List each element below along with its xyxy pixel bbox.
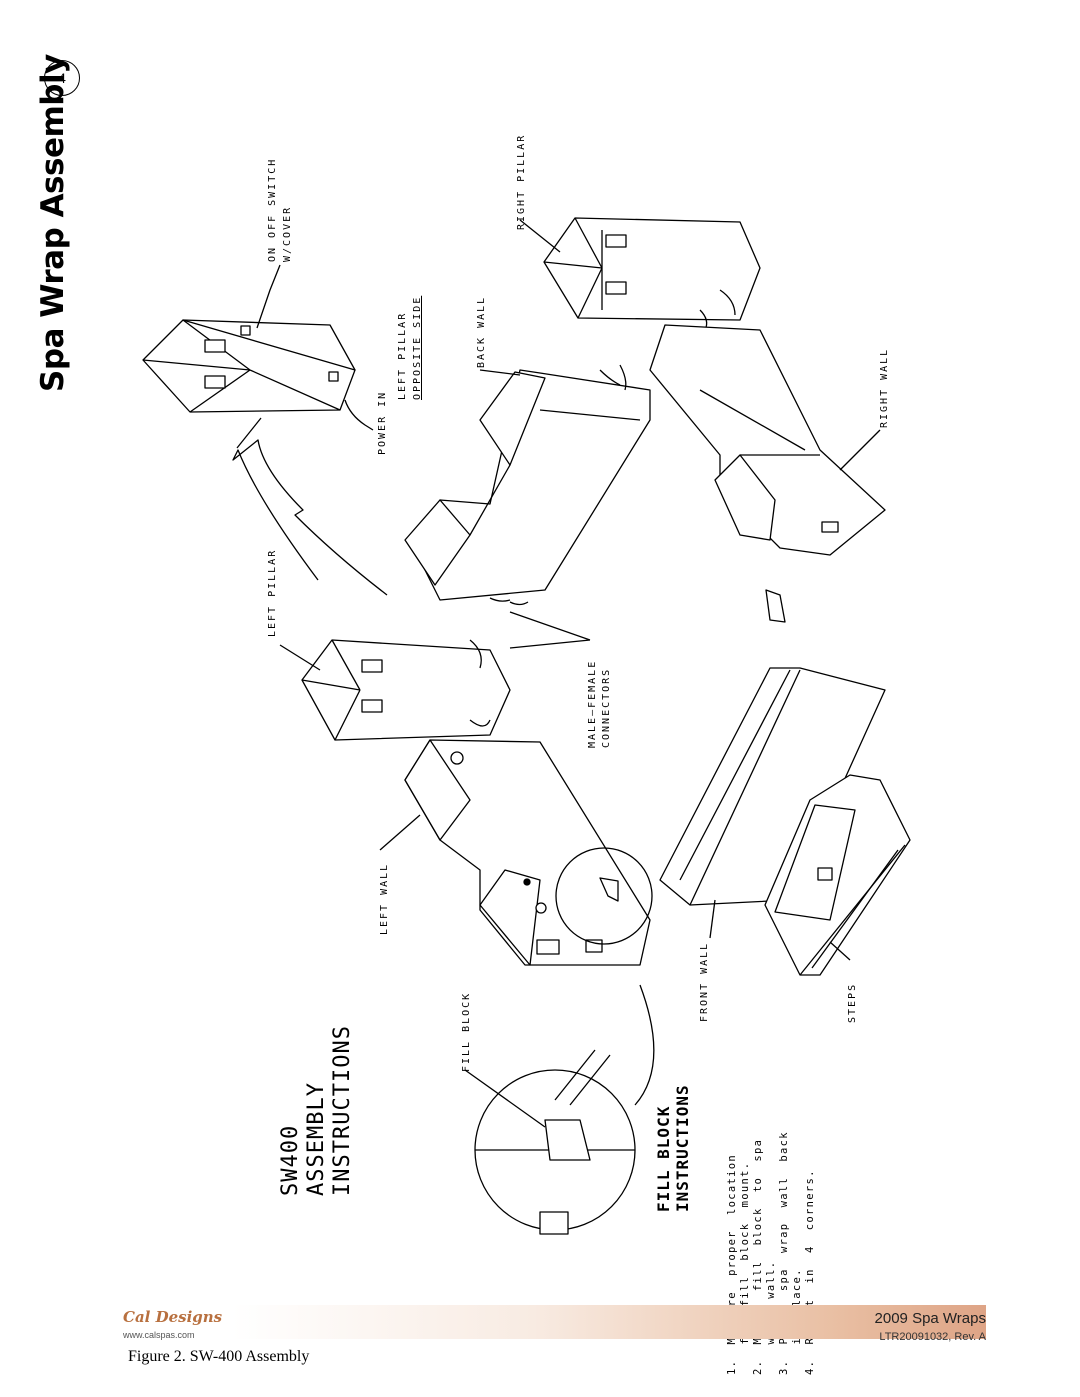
label-fill-block: FILL BLOCK: [461, 991, 472, 1072]
label-right-pillar: RIGHT PILLAR: [516, 133, 527, 230]
label-steps: STEPS: [847, 982, 858, 1023]
direction-arrow: [232, 439, 388, 596]
right-wall-drawing: [649, 324, 886, 556]
leader-right-wall: [839, 429, 881, 471]
leader-right-pillar: [519, 219, 561, 253]
footer-band: [232, 1305, 986, 1339]
assembly-heading: SW400 ASSEMBLY INSTRUCTIONS: [278, 1025, 355, 1196]
label-connectors: CONNECTORS: [601, 667, 612, 748]
brand-logo: Cal Designs: [123, 1308, 223, 1326]
footer-doc-code: LTR20091032, Rev. A: [879, 1331, 986, 1343]
fill-block-heading: FILL BLOCK INSTRUCTIONS: [654, 1084, 692, 1212]
label-left-pillar: LEFT PILLAR: [267, 548, 278, 637]
label-left-pillar-opposite: LEFT PILLAR: [397, 311, 408, 400]
label-front-wall: FRONT WALL: [699, 941, 710, 1022]
label-right-wall: RIGHT WALL: [879, 347, 890, 428]
leader-steps: [829, 941, 851, 961]
steps-drawing: [764, 774, 911, 976]
page-number: 4: [44, 60, 80, 96]
leader-left-pillar: [279, 644, 321, 671]
footer-product: 2009 Spa Wraps: [874, 1310, 986, 1327]
label-back-wall: BACK WALL: [476, 295, 487, 368]
leader-male-female-2: [509, 639, 591, 649]
fill-block-small-drawing: [765, 589, 786, 623]
leader-on-off: [256, 264, 281, 329]
leader-front-wall: [709, 899, 716, 939]
front-wall-drawing: [659, 667, 886, 906]
left-wall-drawing: [404, 739, 653, 966]
label-w-cover: W/COVER: [282, 205, 293, 262]
fill-block-detail-drawing: [474, 984, 655, 1231]
leader-left-wall: [379, 814, 421, 851]
leader-back-wall: [479, 369, 521, 376]
figure-caption: Figure 2. SW-400 Assembly: [128, 1348, 310, 1365]
leader-male-female-1: [509, 611, 591, 641]
right-pillar-drawing: [543, 217, 761, 331]
leader-fill-block: [464, 1069, 546, 1128]
website-link[interactable]: www.calspas.com: [123, 1330, 195, 1340]
left-pillar-drawing: [301, 639, 511, 741]
label-on-off-switch: ON OFF SWITCH: [267, 157, 278, 262]
label-opposite-side: OPPOSITE SIDE: [412, 295, 423, 400]
label-left-wall: LEFT WALL: [379, 862, 390, 935]
left-pillar-top-drawing: [142, 319, 374, 431]
back-wall-drawing: [404, 364, 651, 606]
label-male-female: MALE—FEMALE: [587, 659, 598, 748]
label-power-in: POWER IN: [377, 390, 388, 455]
fill-block-bottom-drawing: [539, 1211, 569, 1235]
